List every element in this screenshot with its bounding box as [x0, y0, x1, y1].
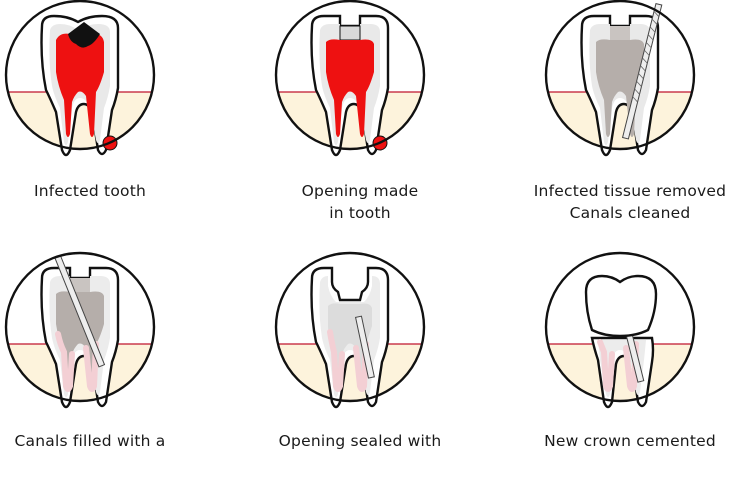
step-2-caption: Opening made in tooth — [250, 180, 470, 224]
step-6-new-crown: New crown cemented — [540, 251, 720, 477]
cleaned-pulp — [56, 291, 104, 389]
step-6-caption: New crown cemented — [520, 430, 730, 452]
dental-file-icon — [621, 2, 663, 140]
caption-line: New crown cemented — [544, 432, 716, 450]
caption-line: Infected tooth — [33, 182, 147, 200]
infected-tooth-illustration — [4, 0, 156, 157]
step-2-opening-made: Opening made in tooth — [270, 0, 450, 225]
caption-line: Canals filled with a — [14, 432, 166, 450]
root-filling — [55, 331, 99, 392]
infected-pulp — [326, 39, 374, 138]
caption-line: Opening made — [301, 182, 419, 200]
step-3-caption: Infected tissue removed Canals cleaned — [520, 180, 730, 224]
panel-circle — [4, 251, 156, 403]
opening-made-illustration — [274, 0, 426, 157]
panel-circle — [544, 251, 696, 403]
opening-sealed-illustration — [274, 251, 426, 409]
step-5-caption: Opening sealed with — [250, 430, 470, 452]
new-crown-illustration — [544, 251, 696, 409]
panel-circle — [4, 0, 156, 151]
cavity — [68, 22, 100, 48]
caption-line: Opening sealed with — [278, 432, 442, 450]
tissue-removed-illustration — [544, 0, 696, 157]
access-opening — [339, 25, 361, 41]
step-5-opening-sealed: Opening sealed with — [270, 251, 450, 477]
access-opening — [610, 26, 630, 40]
root-filling — [327, 329, 369, 392]
canals-filled-illustration — [4, 251, 156, 409]
step-4-canals-filled: Canals filled with a — [0, 251, 180, 477]
caption-line: Infected tissue removed — [533, 182, 727, 200]
step-1-caption: Infected tooth — [0, 180, 200, 202]
crown — [584, 274, 658, 338]
step-4-caption: Canals filled with a — [0, 430, 200, 452]
root-filling — [597, 339, 639, 392]
gutta-percha-point-icon — [354, 315, 375, 379]
caption-line: in tooth — [329, 204, 391, 222]
step-1-infected-tooth: Infected tooth — [0, 0, 180, 225]
panel-circle — [274, 251, 426, 403]
access-opening — [70, 278, 90, 292]
step-3-tissue-removed: Infected tissue removed Canals cleaned — [534, 0, 726, 225]
infected-pulp — [56, 33, 104, 137]
caption-line: Canals cleaned — [569, 204, 691, 222]
panel-circle — [544, 0, 696, 151]
panel-circle — [274, 0, 426, 151]
